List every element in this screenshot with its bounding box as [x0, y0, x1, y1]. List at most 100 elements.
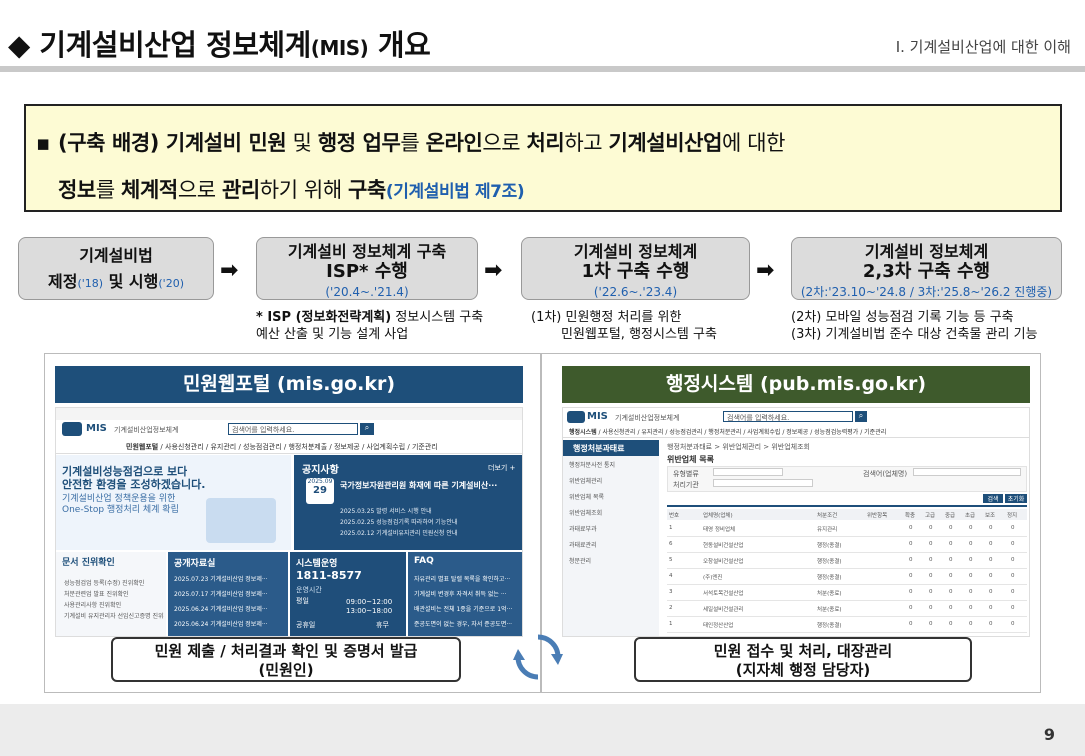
- banner-segment: 및: [286, 131, 318, 155]
- portal-menu: 민원웹포털 / 사용신청관리 / 유지관리 / 성능점검관리 / 행정처분제출 …: [56, 440, 522, 454]
- flow-law-enact: 제정: [48, 272, 78, 291]
- portal-menu-item[interactable]: / 성능점검관리: [236, 443, 282, 451]
- banner-segment: 정보: [58, 178, 96, 202]
- notice-more-link[interactable]: 더보기 +: [488, 464, 516, 472]
- table-cell: 0: [949, 557, 953, 563]
- admin-sidebar-item[interactable]: 위반업체 목록: [569, 494, 605, 501]
- admin-menu-item[interactable]: / 사업계획수립: [741, 429, 781, 436]
- hero-line3: 기계설비산업 정책운용을 위한: [62, 494, 176, 504]
- admin-caption-line2: (지자체 행정 담당자): [735, 661, 871, 679]
- pub-item[interactable]: 2025.07.17 기계설비산업 정보제···: [174, 591, 268, 598]
- faq-item[interactable]: 자유관리 별표 탈렐 목록을 확인하고···: [414, 576, 511, 583]
- admin-menu-item[interactable]: / 유지관리: [635, 429, 664, 436]
- search-icon[interactable]: ⌕: [360, 423, 374, 435]
- table-cell: 서석토목건설산업: [703, 591, 744, 597]
- portal-menu-item[interactable]: / 행정처분제출: [281, 443, 328, 451]
- docs-item[interactable]: 처분관련업 발표 진위확인: [64, 591, 129, 598]
- admin-sidebar-item[interactable]: 위반업체관리: [569, 478, 603, 485]
- table-header-cell: 처분조건: [817, 513, 838, 519]
- portal-menu-item[interactable]: 민원웹포털: [126, 443, 159, 451]
- flow-step-isp: 기계설비 정보체계 구축 ISP* 수행 ('20.4~.'21.4): [256, 237, 478, 300]
- table-cell: 0: [949, 541, 953, 547]
- table-cell: 0: [989, 605, 993, 611]
- table-cell: 0: [1011, 589, 1015, 595]
- portal-search-input[interactable]: 검색어를 입력하세요.: [228, 423, 358, 435]
- admin-logo-sub: 기계설비산업정보체계: [615, 414, 680, 422]
- portal-menu-item[interactable]: / 유지관리: [203, 443, 237, 451]
- banner-segment: 온라인: [425, 131, 483, 155]
- faq-item[interactable]: 배관설비는 전체 1종을 기준으로 1억···: [414, 606, 513, 613]
- admin-sidebar-item[interactable]: 위반업체조회: [569, 510, 603, 517]
- flow-step-period: (2차:'23.10~'24.8 / 3차:'25.8~'26.2 진행중): [800, 285, 1053, 299]
- table-cell: 0: [989, 589, 993, 595]
- faq-item[interactable]: 기계설비 변경후 자격서 취득 없는 ···: [414, 591, 507, 598]
- arrow-right-icon: ➡: [756, 258, 775, 283]
- admin-sidebar-item[interactable]: 과태료부과: [569, 526, 597, 533]
- docs-item[interactable]: 기계설비 유지관리자 선임신고증명 진위확인: [64, 613, 164, 620]
- filter-keyword-label: 검색어(업체명): [863, 470, 908, 478]
- admin-menu-item[interactable]: / 정보제공: [780, 429, 809, 436]
- portal-menu-item[interactable]: / 사용신청관리: [158, 443, 204, 451]
- hero-line1: 기계설비성능점검으로 보다: [62, 465, 188, 478]
- admin-caption: 민원 접수 및 처리, 대장관리 (지자체 행정 담당자): [634, 637, 972, 682]
- admin-menu-item[interactable]: / 성능점검관리: [663, 429, 703, 436]
- docs-item[interactable]: 사용관리사항 진위확인: [64, 602, 122, 609]
- portal-menu-item[interactable]: / 기준관리: [405, 443, 438, 451]
- notice-item[interactable]: 2025.02.12 기계설비유지관리 민원신청 안내: [340, 530, 458, 537]
- table-header-cell: 보조: [985, 513, 996, 519]
- docs-item[interactable]: 성능점검업 등록(수정) 진위확인: [64, 580, 145, 587]
- search-icon[interactable]: ⌕: [855, 411, 867, 422]
- filter-agency-select[interactable]: [713, 479, 813, 487]
- ops-holiday: 공휴일: [296, 621, 316, 629]
- table-cell: 0: [929, 525, 933, 531]
- filter-agency-label: 처리기관: [673, 481, 699, 489]
- table-cell: 태영 정비업체: [703, 527, 736, 533]
- faq-item[interactable]: 준공도면이 없는 경우, 자서 준공도면···: [414, 621, 513, 628]
- admin-menu-item[interactable]: 행정시스템: [569, 429, 597, 436]
- notice-item[interactable]: 2025.02.25 성능점검기록 따라하여 기능안내: [340, 519, 458, 526]
- pub-item[interactable]: 2025.06.24 기계설비산업 정보제···: [174, 621, 268, 628]
- admin-sidebar-item[interactable]: 행정처분사전 통지: [569, 462, 616, 469]
- portal-caption: 민원 제출 / 처리결과 확인 및 증명서 발급 (민원인): [111, 637, 461, 682]
- search-button[interactable]: 검색: [983, 494, 1003, 503]
- flow-step-phase1: 기계설비 정보체계 1차 구축 수행 ('22.6~.'23.4): [521, 237, 750, 300]
- banner-segment: 관리: [221, 178, 260, 202]
- note-isp-desc2: 예산 산출 및 기능 설계 사업: [256, 327, 409, 342]
- notice-headline[interactable]: 국가정보자원관리원 화재에 따른 기계설비산···: [340, 481, 498, 490]
- notice-title: 공지사항: [302, 465, 339, 476]
- portal-search-placeholder: 검색어를 입력하세요.: [232, 426, 295, 434]
- portal-menu-item[interactable]: / 정보제공: [327, 443, 360, 451]
- banner-segment: 체계적: [121, 178, 178, 202]
- admin-menu-item[interactable]: / 성능점검능력평가: [808, 429, 859, 436]
- flow-step-line1: 기계설비 정보체계: [864, 242, 989, 261]
- admin-search-input[interactable]: 검색어를 입력하세요.: [723, 411, 853, 422]
- banner-segment: 하기 위해: [259, 178, 349, 202]
- notice-item[interactable]: 2025.03.25 발령 서비스 시행 안내: [340, 508, 432, 515]
- admin-menu-item[interactable]: / 기준관리: [858, 429, 887, 436]
- pub-item[interactable]: 2025.06.24 기계설비산업 정보제···: [174, 606, 268, 613]
- background-banner: ▪ (구축 배경) 기계설비 민원 및 행정 업무를 온라인으로 처리하고 기계…: [24, 104, 1062, 212]
- admin-sidebar: [563, 440, 659, 636]
- table-cell: 0: [1011, 541, 1015, 547]
- admin-sidebar-item[interactable]: 청문관리: [569, 558, 592, 565]
- admin-menu-item[interactable]: / 사용신청관리: [596, 429, 636, 436]
- portal-topbar: [56, 408, 522, 420]
- admin-sidebar-item[interactable]: 과태료관리: [569, 542, 597, 549]
- notice-day: 29: [313, 485, 327, 496]
- pub-item[interactable]: 2025.07.23 기계설비산업 정보제···: [174, 576, 268, 583]
- portal-menu-item[interactable]: / 사업계획수립: [359, 443, 406, 451]
- admin-menu-item[interactable]: / 행정처분관리: [702, 429, 742, 436]
- table-header-cell: 고급: [925, 513, 936, 519]
- reset-button[interactable]: 초기화: [1005, 494, 1027, 503]
- ops-hours-label: 운영시간: [296, 586, 322, 594]
- filter-type-select[interactable]: [713, 468, 783, 476]
- filter-keyword-input[interactable]: [913, 468, 1021, 476]
- flow-step-line2: 2,3차 구축 수행: [862, 261, 991, 282]
